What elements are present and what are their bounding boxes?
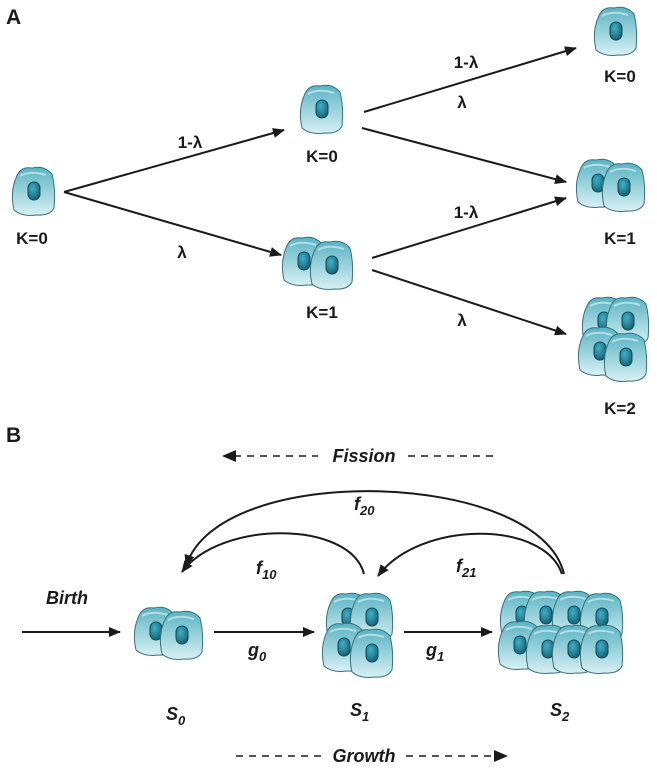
birth-label: Birth bbox=[46, 588, 88, 608]
leaf2-k-label: K=1 bbox=[604, 229, 636, 248]
prob-label-root-lower: λ bbox=[177, 243, 187, 262]
leaf1-k-label: K=0 bbox=[604, 67, 636, 86]
g0-label: g0 bbox=[247, 640, 267, 664]
prob-label-upper-leaf2: λ bbox=[457, 93, 467, 112]
arrow-upper-to-leaf1 bbox=[363, 46, 577, 113]
cell-leaf-1 bbox=[593, 6, 638, 57]
g1-label: g1 bbox=[425, 640, 444, 664]
arrow-root-to-upper bbox=[63, 128, 285, 193]
prob-label-lower-leaf3: λ bbox=[457, 311, 467, 330]
arrow-f21 bbox=[377, 532, 563, 577]
arrow-lower-to-leaf2 bbox=[371, 196, 567, 259]
panel-b-label: B bbox=[6, 424, 21, 447]
arrow-lower-to-leaf3 bbox=[371, 269, 567, 336]
root-k-label: K=0 bbox=[16, 229, 48, 248]
arrow-f10 bbox=[181, 532, 365, 575]
prob-label-lower-leaf2: 1-λ bbox=[454, 203, 479, 222]
cell-s1-d bbox=[349, 628, 394, 679]
growth-arrowhead bbox=[494, 750, 508, 762]
fission-label: Fission bbox=[332, 446, 395, 466]
growth-label: Growth bbox=[333, 746, 396, 766]
s1-label: S1 bbox=[350, 700, 369, 724]
fission-arrowhead bbox=[222, 450, 236, 462]
lower-k-label: K=1 bbox=[306, 303, 338, 322]
f10-label: f10 bbox=[256, 558, 277, 582]
arrow-f20 bbox=[184, 490, 565, 575]
cell-root bbox=[11, 166, 56, 217]
prob-label-upper-leaf1: 1-λ bbox=[454, 53, 479, 72]
f20-label: f20 bbox=[354, 494, 375, 518]
arrow-root-to-lower bbox=[63, 191, 282, 257]
prob-label-root-upper: 1-λ bbox=[178, 133, 203, 152]
cell-leaf-3d bbox=[603, 332, 648, 383]
cell-s2-h bbox=[579, 624, 624, 675]
arrow-upper-to-leaf2 bbox=[361, 127, 567, 185]
leaf3-k-label: K=2 bbox=[604, 399, 636, 418]
s2-label: S2 bbox=[550, 700, 570, 724]
upper-k-label: K=0 bbox=[306, 147, 338, 166]
cell-leaf-2b bbox=[601, 162, 646, 213]
cell-lower-2 bbox=[309, 240, 354, 291]
cell-s0-b bbox=[159, 610, 204, 661]
s0-label: S0 bbox=[166, 704, 186, 728]
cell-upper bbox=[299, 84, 344, 135]
panel-a-label: A bbox=[6, 6, 21, 29]
f21-label: f21 bbox=[456, 556, 476, 580]
